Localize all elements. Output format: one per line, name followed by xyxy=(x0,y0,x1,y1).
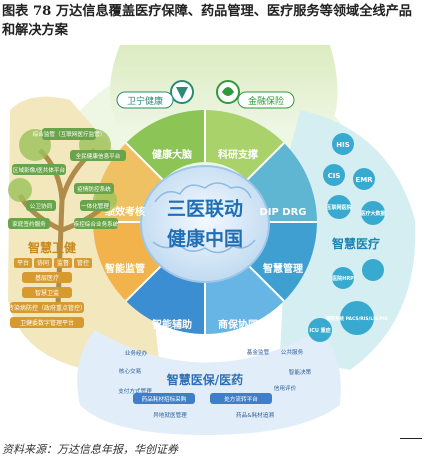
left-item-10: 监督 xyxy=(57,259,69,267)
bottom-item-4: 支付方式管理 xyxy=(118,387,152,395)
right-region xyxy=(280,110,416,370)
left-item-0: 综合监管（互联网医疗监管） xyxy=(33,130,106,138)
right-item-3: 互联网医院 xyxy=(326,204,351,211)
region-bottom-title: 智慧医保/医药 xyxy=(166,372,243,387)
bottom-item-9: 异地就医管理 xyxy=(153,411,187,419)
left-item-7: 疾控综合业务系统 xyxy=(74,220,119,228)
label-research: 科研支撑 xyxy=(218,148,258,161)
left-item-5: 一体化管理 xyxy=(81,202,109,210)
bottom-item-6: 药品耗材招标采购 xyxy=(142,395,187,403)
separator-line xyxy=(400,438,422,439)
right-item-2: EMR xyxy=(355,176,373,184)
label-health-brain: 健康大脑 xyxy=(152,148,192,161)
left-item-11: 管控 xyxy=(77,259,89,267)
label-assist: 智能辅助 xyxy=(152,318,192,331)
figure-source: 资料来源：万达信息年报，华创证券 xyxy=(2,443,178,456)
badge-left: 卫宁健康 xyxy=(127,95,163,107)
bottom-item-2: 公共服务 xyxy=(281,348,304,356)
label-dip: DIP DRG xyxy=(259,207,306,218)
region-left-title: 智慧卫健 xyxy=(27,240,77,255)
right-item-7: 医院系统 PACS/RIS/LIS/PIS xyxy=(326,315,388,322)
center-line1: 三医联动 xyxy=(167,198,243,220)
label-commercial: 商保协同 xyxy=(218,318,258,331)
right-item-4: 医疗大数据 xyxy=(360,210,385,217)
left-item-12: 基层医疗 xyxy=(35,274,59,282)
left-item-14: 传染病防控（政府重点管控） xyxy=(8,304,86,312)
region-right-title: 智慧医疗 xyxy=(331,236,380,251)
bottom-item-5: 智能决策 xyxy=(289,368,312,376)
left-item-4: 公卫协同 xyxy=(30,202,53,210)
right-item-8: ICU 重症 xyxy=(309,327,330,334)
left-item-15: 卫健委数字管理平台 xyxy=(20,319,74,327)
label-performance: 绩效考核 xyxy=(105,205,145,218)
bottom-region xyxy=(77,330,341,435)
label-supervise: 智能监管 xyxy=(105,262,145,275)
left-item-3: 疫情防控系统 xyxy=(77,185,111,193)
left-item-1: 全民健康信息平台 xyxy=(76,152,121,160)
label-smart-manage: 智慧管理 xyxy=(263,262,303,275)
bottom-item-10: 药品&耗材追溯 xyxy=(236,411,274,419)
left-item-6: 家庭签约服务 xyxy=(12,220,46,228)
badge-right: 金融保险 xyxy=(248,95,284,107)
bottom-item-8: 信用评价 xyxy=(274,384,297,392)
left-item-13: 智慧卫监 xyxy=(35,289,59,297)
bottom-item-0: 业务经办 xyxy=(125,349,148,357)
left-item-2: 区域影像/医共体平台 xyxy=(13,166,66,174)
bottom-item-3: 核心交易 xyxy=(119,367,142,375)
bottom-item-7: 处方流转平台 xyxy=(224,395,258,403)
left-item-8: 平台 xyxy=(17,259,29,267)
center-line2: 健康中国 xyxy=(167,227,243,250)
right-item-0: HIS xyxy=(336,141,350,149)
right-item-6: 医院HRP xyxy=(332,275,354,282)
left-item-9: 协同 xyxy=(37,259,49,267)
brain-icon xyxy=(140,165,270,283)
right-item-1: CIS xyxy=(328,172,341,180)
sector-ring xyxy=(93,110,317,334)
figure-title: 图表 78 万达信息覆盖医疗保障、药品管理、医疗服务等领域全线产品和解决方案 xyxy=(2,4,412,38)
bottom-item-1: 基金监管 xyxy=(247,348,270,356)
